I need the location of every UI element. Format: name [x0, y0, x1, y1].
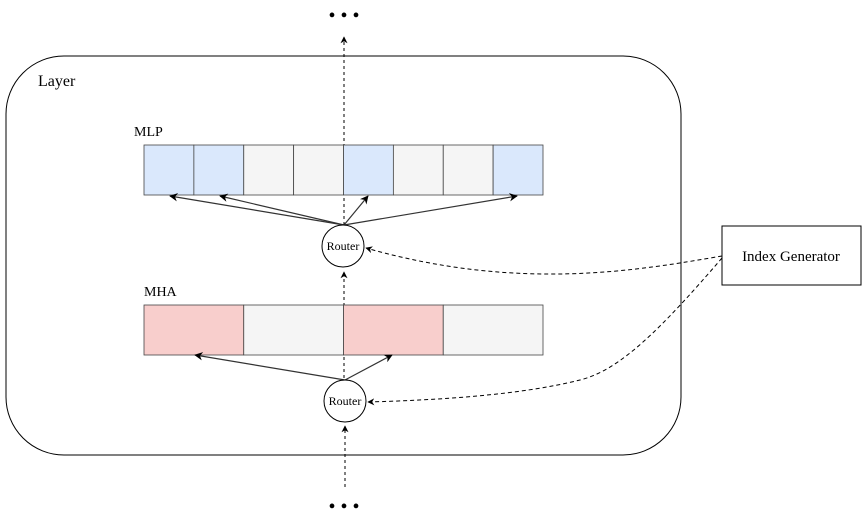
mlp-cell-4 [293, 144, 344, 196]
router-to-mlp-arrow-4 [343, 193, 518, 226]
router-to-mlp-arrow-1 [169, 193, 345, 226]
ellipsis-bottom: • • • [328, 496, 359, 518]
router-to-mlp-arrow-2 [219, 193, 345, 226]
mlp-block [143, 144, 544, 196]
mha-cell-1 [143, 304, 245, 356]
index-generator-box: Index Generator [721, 225, 862, 286]
mha-block [143, 304, 544, 356]
mlp-cell-3 [243, 144, 295, 196]
router-to-mha-arrow-2 [344, 354, 393, 381]
ellipsis-top: • • • [328, 5, 359, 27]
router-to-mha-arrow-1 [194, 352, 346, 381]
mlp-cell-1 [143, 144, 195, 196]
layer-label: Layer [38, 73, 76, 90]
mha-cell-4 [442, 304, 544, 356]
mlp-cell-2 [193, 144, 245, 196]
router-top-label: Router [327, 239, 360, 253]
mlp-cell-6 [392, 144, 444, 196]
mlp-label: MLP [134, 125, 163, 140]
mha-cell-3 [343, 304, 444, 356]
router-to-mlp-arrow-3 [343, 195, 369, 226]
router-top: Router [321, 224, 365, 268]
router-bottom: Router [323, 379, 367, 423]
mha-label: MHA [144, 285, 178, 300]
index-generator-label: Index Generator [742, 249, 840, 265]
mlp-cell-5 [343, 144, 394, 196]
mlp-cell-8 [492, 144, 544, 196]
mlp-cell-7 [442, 144, 494, 196]
index-to-router-bottom-arrow [367, 257, 723, 406]
router-bottom-label: Router [329, 394, 362, 408]
mha-cell-2 [243, 304, 344, 356]
index-to-router-top-arrow [365, 246, 723, 275]
